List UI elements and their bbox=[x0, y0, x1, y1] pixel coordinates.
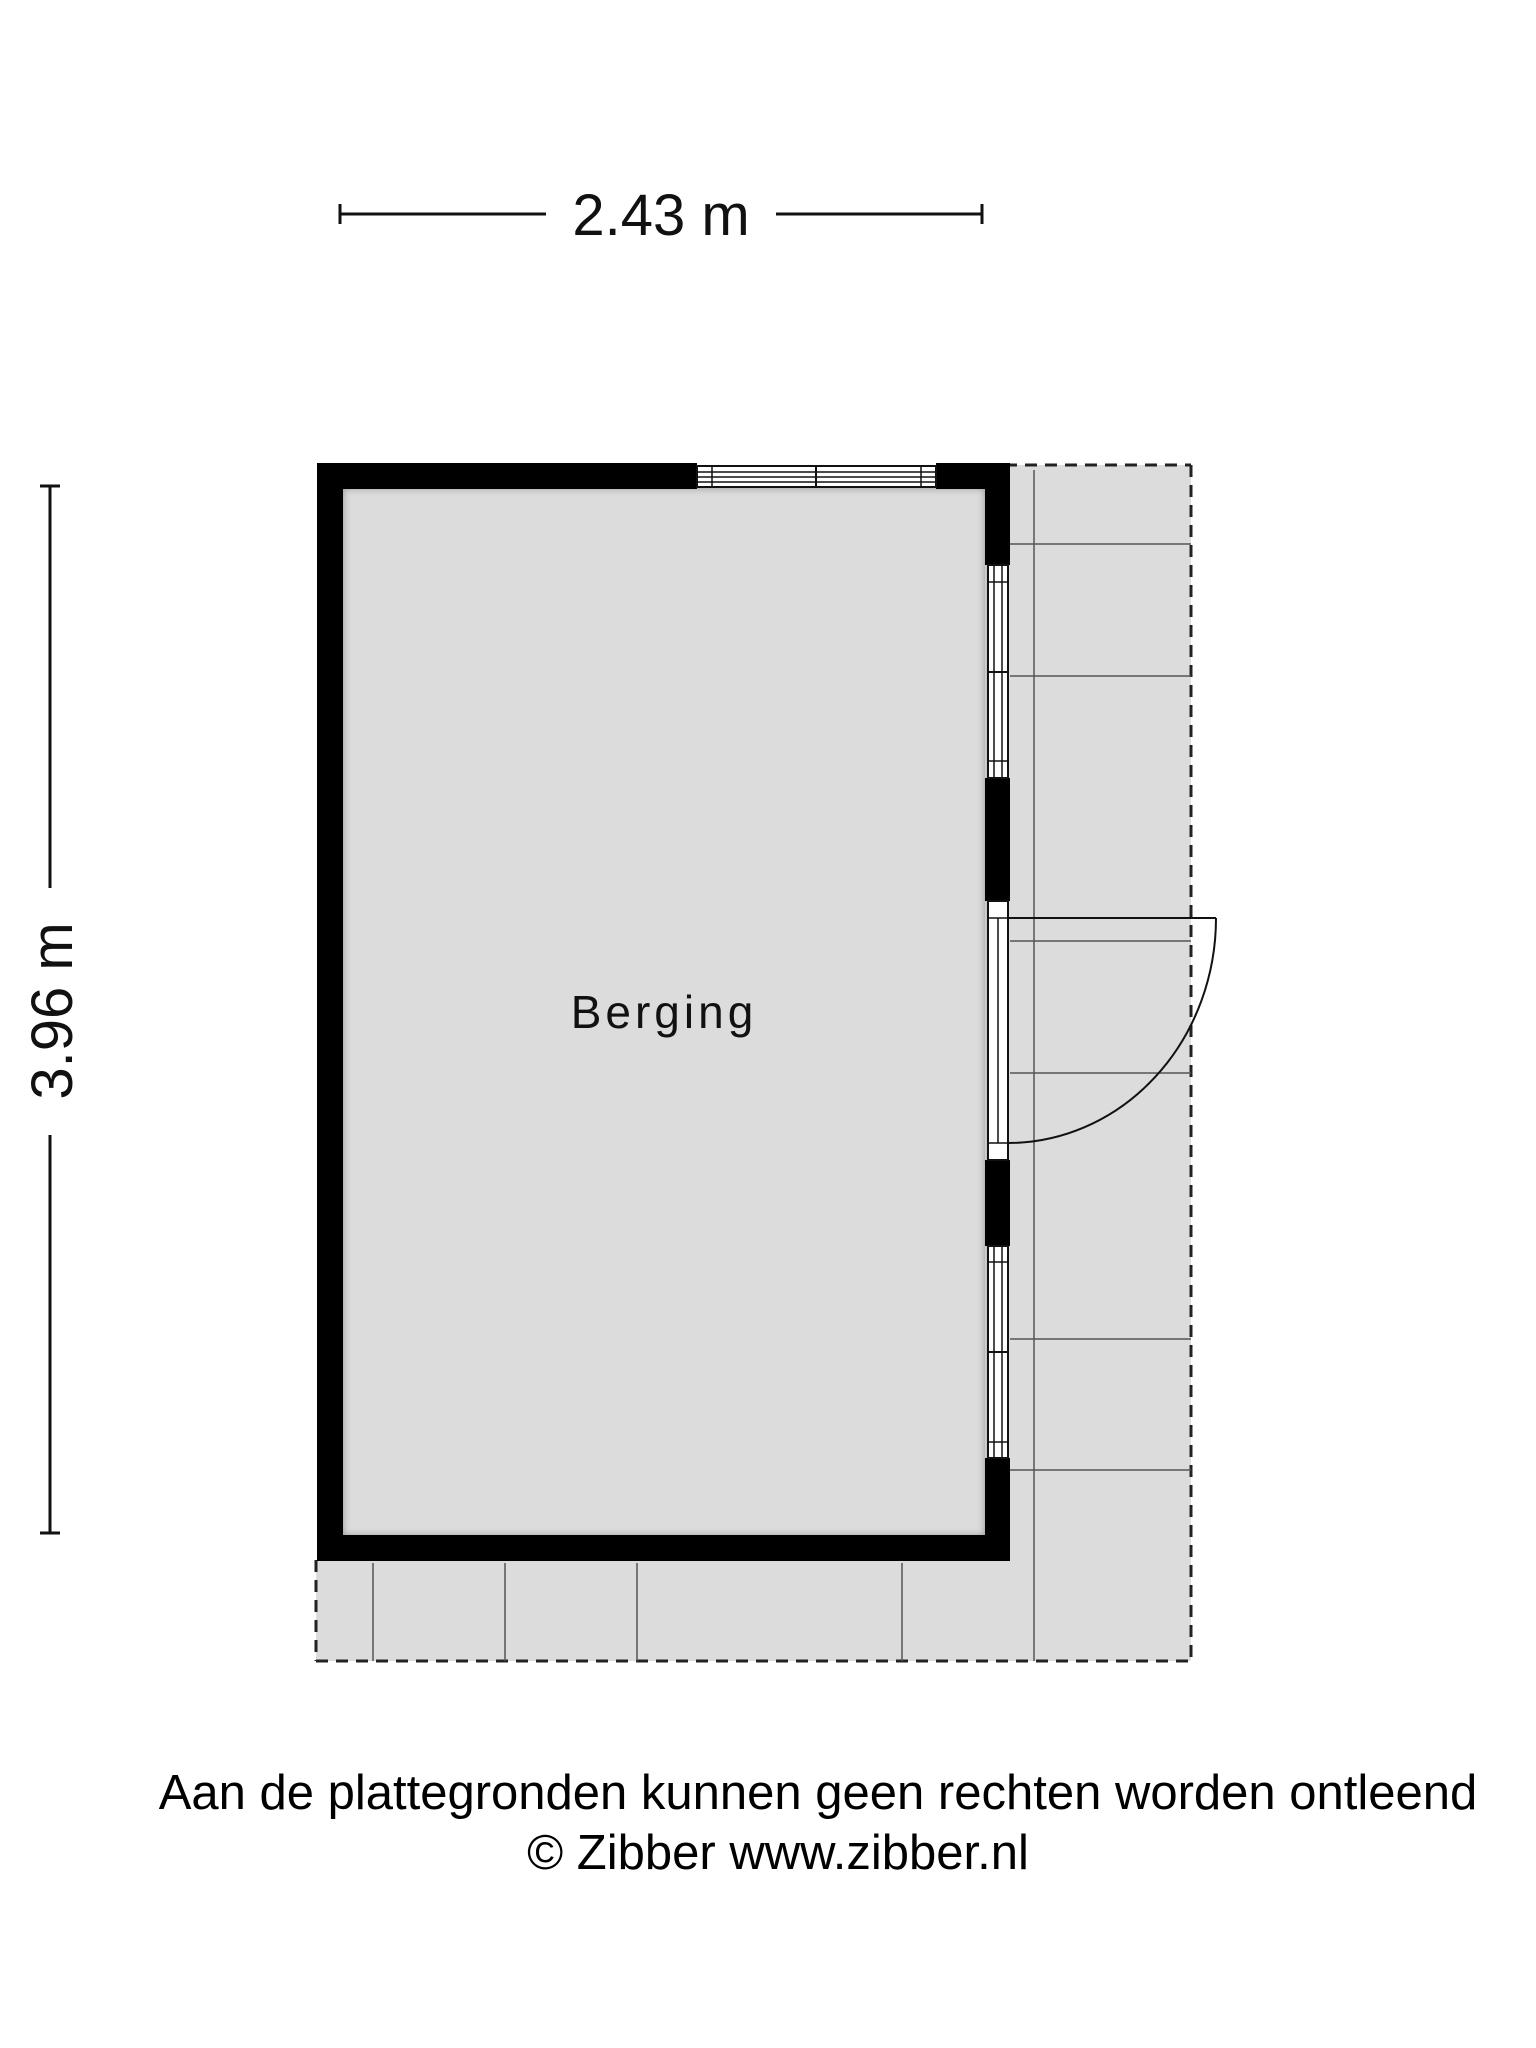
wall-right-segment bbox=[985, 778, 1010, 901]
height-dimension-label: 3.96 m bbox=[20, 922, 85, 1099]
wall-right-segment bbox=[985, 463, 1010, 565]
room-floor bbox=[343, 488, 985, 1536]
footer-copyright: © Zibber www.zibber.nl bbox=[527, 1826, 1029, 1880]
wall-right-segment bbox=[985, 1458, 1010, 1561]
door-right bbox=[987, 900, 1217, 1161]
wall-bottom bbox=[317, 1535, 1010, 1561]
window-right-upper bbox=[987, 564, 1009, 779]
window-right-lower bbox=[987, 1245, 1009, 1459]
room-label: Berging bbox=[571, 986, 758, 1038]
wall-left bbox=[317, 463, 343, 1561]
height-dimension: 3.96 m bbox=[20, 484, 85, 1535]
footer: Aan de plattegronden kunnen geen rechten… bbox=[0, 1763, 1536, 1883]
terrace-area bbox=[314, 463, 1193, 1663]
window-top bbox=[696, 465, 937, 488]
terrace-tile-lines bbox=[372, 470, 1191, 1661]
wall-right-segment bbox=[985, 1160, 1010, 1246]
footer-disclaimer: Aan de plattegronden kunnen geen rechten… bbox=[158, 1766, 1478, 1820]
width-dimension: 2.43 m bbox=[338, 183, 984, 248]
width-dimension-label: 2.43 m bbox=[572, 183, 749, 248]
door-swing-arc bbox=[1007, 917, 1217, 1144]
wall-top-left bbox=[317, 463, 697, 489]
